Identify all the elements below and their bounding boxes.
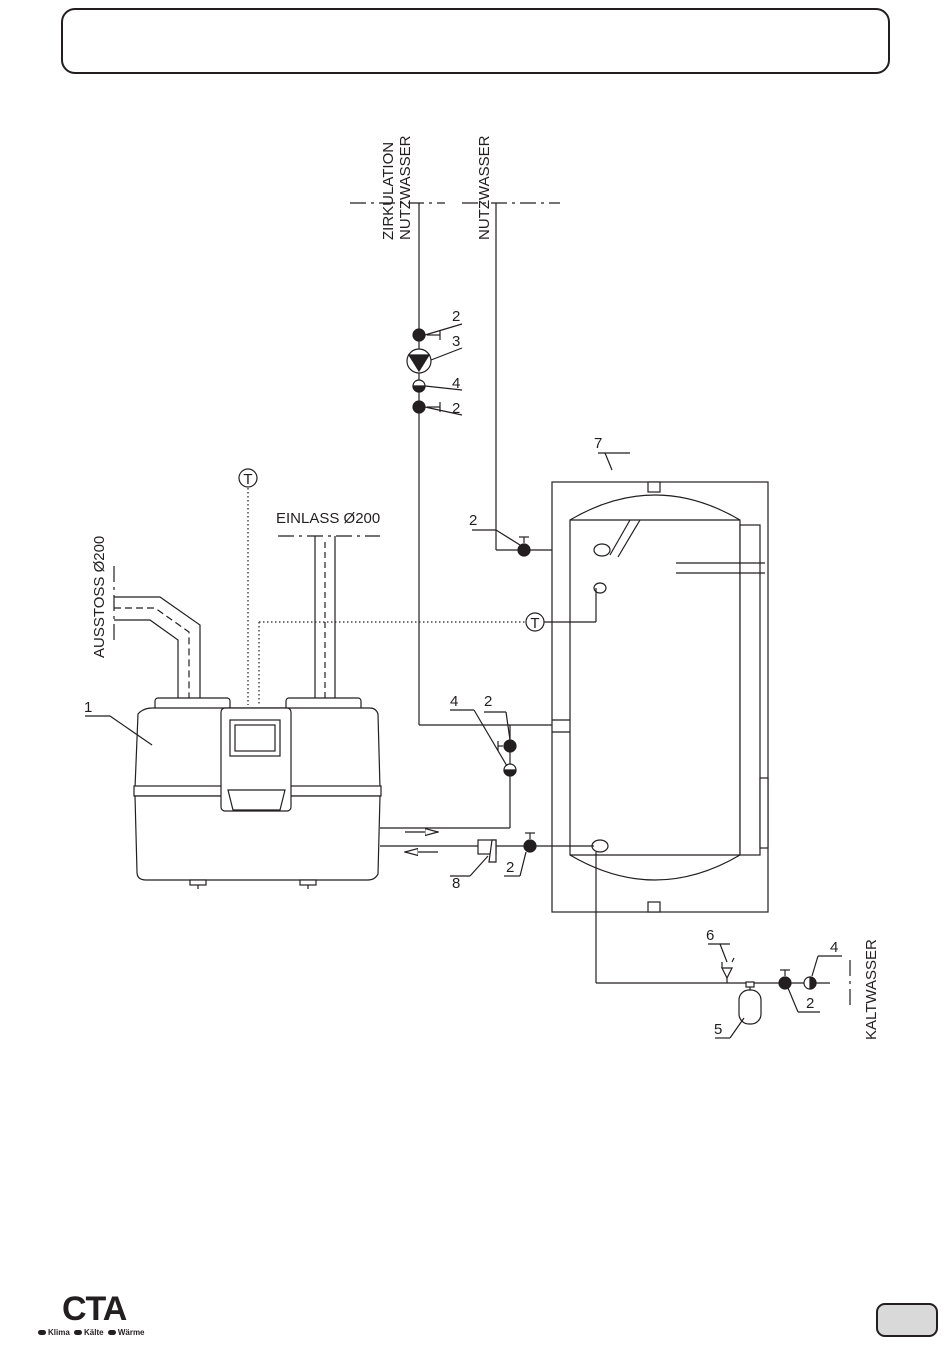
- label-nutzwasser-circulation: NUTZWASSER: [397, 135, 414, 240]
- shutoff-valve: [518, 544, 530, 556]
- circulation-pump-icon: [407, 349, 431, 373]
- callout-2: 2: [452, 400, 460, 417]
- callout-4: 4: [830, 939, 838, 956]
- check-valve-icon: [804, 977, 816, 989]
- storage-tank: [552, 482, 768, 912]
- callout-2: 2: [484, 693, 492, 710]
- label-einlass: EINLASS Ø200: [276, 510, 380, 527]
- logo-letters: CTA: [62, 1290, 126, 1329]
- logo-tagline: Klima Kälte Wärme: [36, 1328, 145, 1337]
- sensor-label: T: [530, 615, 539, 632]
- callout-2: 2: [469, 512, 477, 529]
- sensor-label: T: [243, 471, 252, 488]
- circulation-pipe: [419, 203, 552, 725]
- page-number-tab: [876, 1303, 938, 1337]
- callout-2: 2: [506, 859, 514, 876]
- label-kaltwasser: KALTWASSER: [863, 939, 880, 1040]
- callout-2: 2: [806, 995, 814, 1012]
- check-valve-icon: [413, 380, 425, 392]
- label-nutzwasser: NUTZWASSER: [476, 135, 493, 240]
- shutoff-valve: [413, 401, 425, 413]
- check-valve-icon: [504, 764, 516, 776]
- intake-duct: [278, 536, 380, 698]
- callout-7: 7: [594, 435, 602, 452]
- supply-pipe: [380, 725, 510, 832]
- shutoff-valve: [524, 840, 536, 852]
- callout-8: 8: [452, 875, 460, 892]
- callout-3: 3: [452, 333, 460, 350]
- exhaust-duct: [114, 566, 200, 698]
- label-zirkulation: ZIRKULATION: [380, 142, 397, 240]
- heat-pump-unit: [134, 698, 381, 889]
- safety-valve-icon: [722, 958, 734, 983]
- callout-4: 4: [452, 375, 460, 392]
- brand-logo: CTA Klima Kälte Wärme: [36, 1290, 148, 1342]
- shutoff-valve: [779, 977, 791, 989]
- label-ausstoss: AUSSTOSS Ø200: [91, 536, 108, 658]
- shutoff-valve: [504, 740, 516, 752]
- callout-4: 4: [450, 693, 458, 710]
- callout-6: 6: [706, 927, 714, 944]
- expansion-vessel-icon: [739, 982, 761, 1024]
- callout-2: 2: [452, 308, 460, 325]
- callout-5: 5: [714, 1021, 722, 1038]
- callout-1: 1: [84, 699, 92, 716]
- shutoff-valve: [413, 329, 425, 341]
- dirt-separator-icon: [478, 840, 496, 862]
